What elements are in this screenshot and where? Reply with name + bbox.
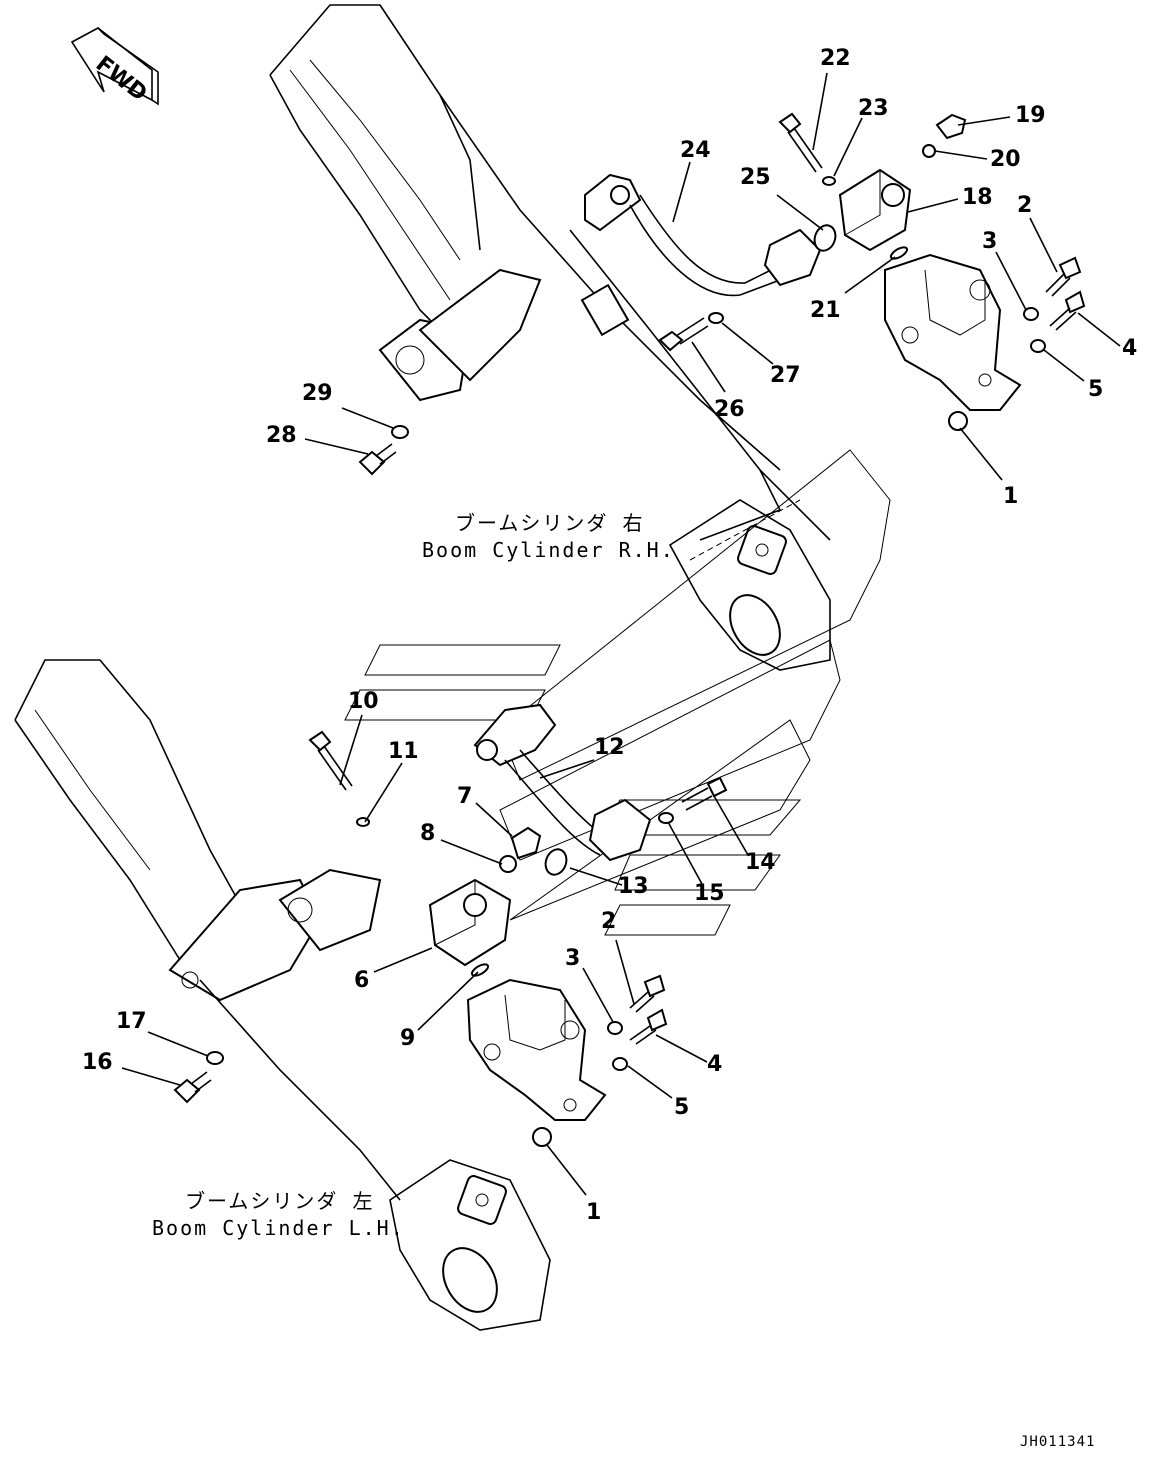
upper-pivot-bracket [378,268,630,402]
callout-labels: 22 23 19 20 24 25 18 2 3 21 4 27 5 29 26… [82,46,1137,1225]
tube-12 [473,703,652,862]
callout-15: 15 [694,881,725,906]
block-18 [838,168,912,252]
callout-5-upper: 5 [1088,377,1103,402]
callout-13: 13 [618,874,649,899]
washer-3-lower [607,1021,623,1035]
callout-3-lower: 3 [565,946,580,971]
caption-lh-jp: ブームシリンダ 左 [185,1189,374,1213]
callout-4-lower: 4 [707,1052,722,1077]
callout-2-upper: 2 [1017,193,1032,218]
bolt-2-upper [1045,256,1082,297]
tube-24 [584,173,822,297]
safety-valve-upper [884,253,1022,411]
callout-7: 7 [457,784,472,809]
boom-cylinder-rh [569,229,831,671]
caption-rh-jp: ブームシリンダ 右 [455,511,644,535]
callout-25: 25 [740,165,771,190]
callout-18: 18 [962,185,993,210]
callout-28: 28 [266,423,297,448]
block-6 [428,878,512,967]
o-ring-13 [544,848,568,876]
bolt-22 [778,112,823,173]
callout-19: 19 [1015,103,1046,128]
plug-19 [935,113,967,140]
callout-8: 8 [420,821,435,846]
plug-7 [510,826,542,860]
callout-24: 24 [680,138,711,163]
caption-rh-en: Boom Cylinder R.H. [422,538,675,562]
callout-21: 21 [810,298,841,323]
callout-5-lower: 5 [674,1095,689,1120]
o-ring-9 [470,963,490,977]
callout-9: 9 [400,1026,415,1051]
callout-29: 29 [302,381,333,406]
washer-29 [391,425,409,439]
safety-valve-lower [466,978,607,1121]
o-ring-20 [922,144,936,158]
callout-1-lower: 1 [586,1200,601,1225]
caption-lh-en: Boom Cylinder L.H. [152,1216,405,1240]
washer-5-upper [1030,339,1046,353]
callout-12: 12 [594,735,625,760]
washer-15 [658,812,674,824]
o-ring-21 [889,246,909,260]
leader-lines [121,72,1121,1196]
callout-22: 22 [820,46,851,71]
callout-2-lower: 2 [601,909,616,934]
lower-boom-arm [14,659,261,961]
washer-5-lower [612,1057,628,1071]
washer-27 [708,312,724,324]
callout-23: 23 [858,96,889,121]
callout-1-upper: 1 [1003,484,1018,509]
boom-cylinder-lh [199,979,551,1331]
callout-10: 10 [348,689,379,714]
callout-17: 17 [116,1009,147,1034]
callout-26: 26 [714,397,745,422]
o-ring-8 [499,855,517,873]
callout-14: 14 [745,850,776,875]
lower-pivot-bracket [168,868,382,1002]
upper-boom-arm [269,4,781,471]
o-ring-1-lower [532,1127,552,1147]
callout-6: 6 [354,968,369,993]
washer-3-upper [1023,307,1039,321]
bolt-28 [358,443,397,476]
bolt-26 [658,317,709,352]
bolt-16 [173,1071,212,1104]
callout-3-upper: 3 [982,229,997,254]
bolt-14 [681,776,728,811]
o-ring-1-upper [948,411,968,431]
bolt-2-lower [629,974,666,1013]
washer-17 [206,1051,224,1065]
bolt-4-upper [1049,290,1086,331]
callout-16: 16 [82,1050,113,1075]
bolt-10 [308,730,353,791]
drawing-code: JH011341 [1020,1434,1095,1450]
fwd-arrow-icon: FWD [70,27,159,107]
o-ring-25 [813,224,837,252]
callout-11: 11 [388,739,419,764]
washer-23 [822,176,836,186]
bolt-4-lower [629,1008,668,1045]
callout-20: 20 [990,147,1021,172]
callout-27: 27 [770,363,801,388]
callout-4-upper: 4 [1122,336,1137,361]
